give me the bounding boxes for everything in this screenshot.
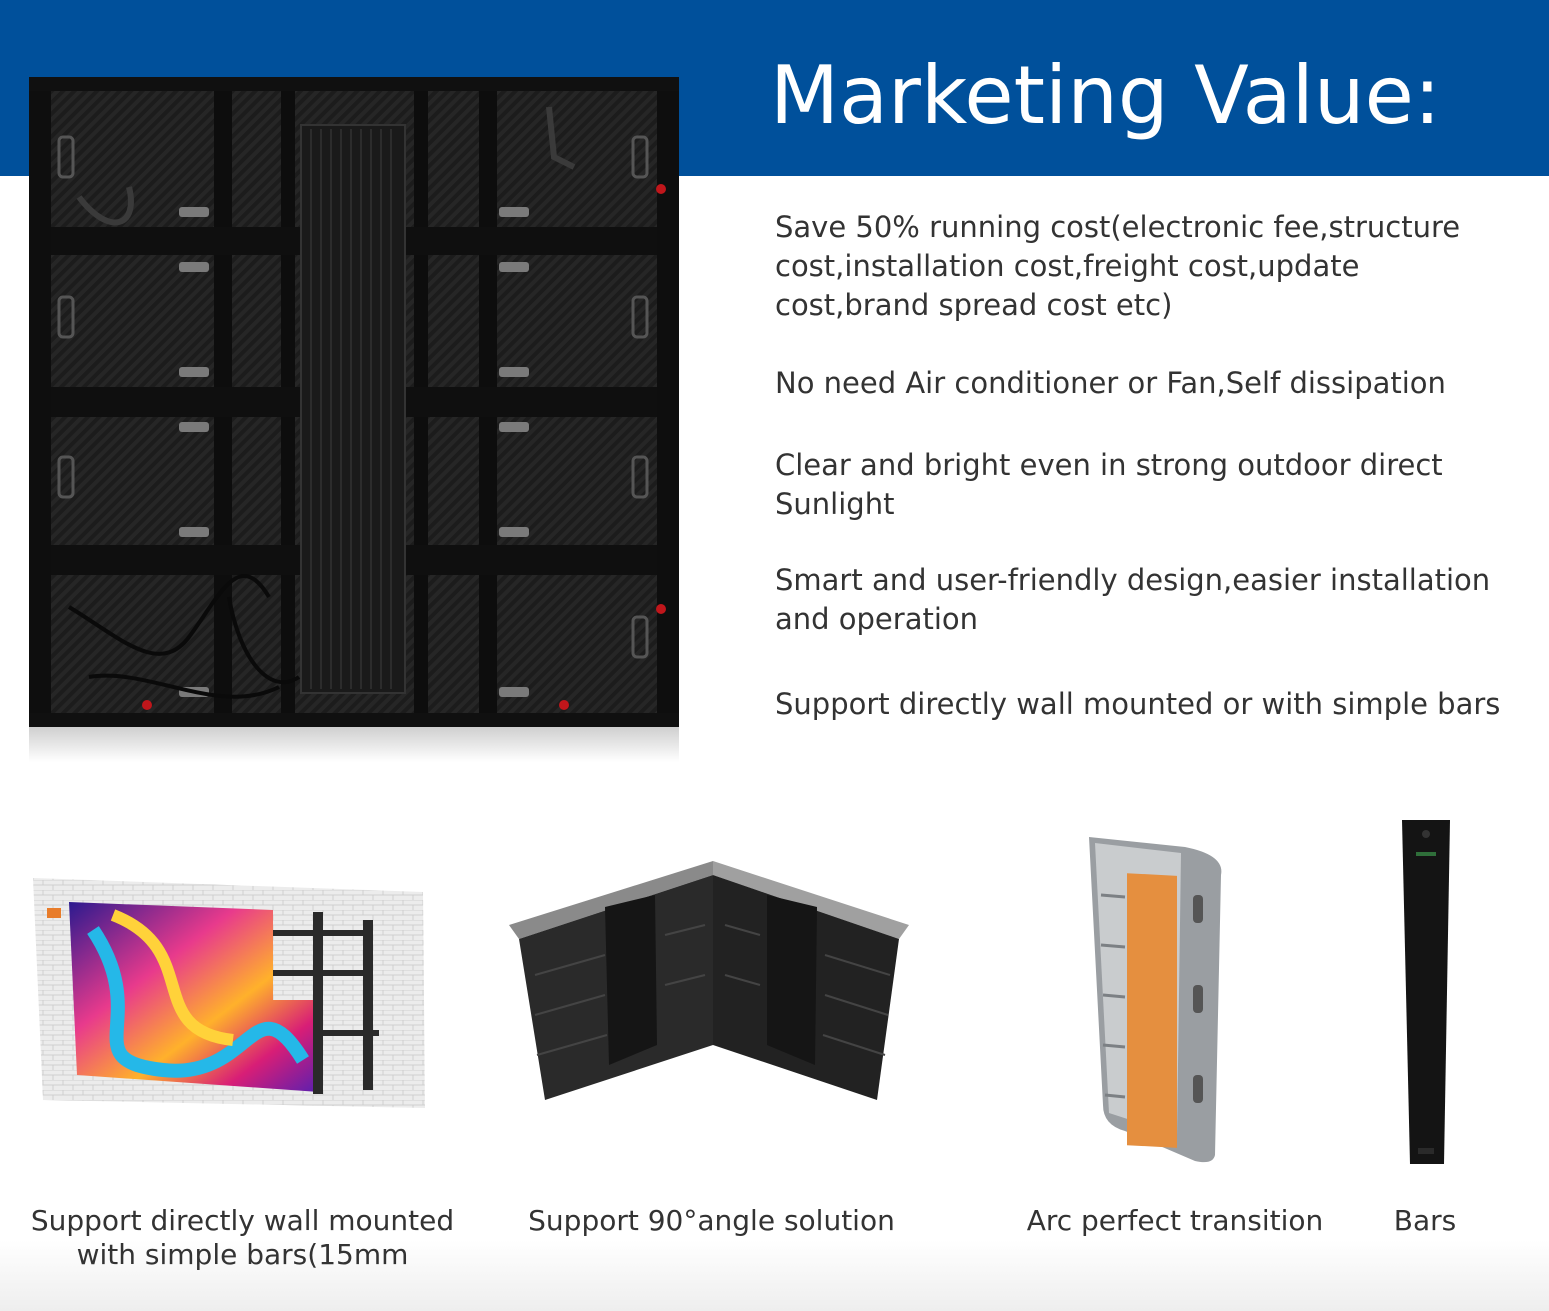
list-item: Support directly wall mounted or with si… <box>775 687 1501 721</box>
caption-line: with simple bars(15mm <box>76 1238 409 1271</box>
list-item: Save 50% running cost(electronic fee,str… <box>775 210 1461 322</box>
wall-mounted-screen-icon <box>33 870 428 1115</box>
caption-line: Support directly wall mounted <box>30 1204 455 1237</box>
list-item: Smart and user-friendly design,easier in… <box>775 563 1491 636</box>
led-cabinet-back-icon <box>29 77 679 762</box>
caption-wall-mounted: Support directly wall mounted with simpl… <box>10 1204 475 1272</box>
list-item: Clear and bright even in strong outdoor … <box>775 448 1443 521</box>
caption-bars: Bars <box>1393 1204 1457 1237</box>
mounting-bar-icon <box>1400 818 1452 1166</box>
arc-cabinet-icon <box>1085 835 1225 1165</box>
caption-arc: Arc perfect transition <box>1026 1204 1324 1237</box>
page-title: Marketing Value: <box>770 49 1441 142</box>
corner-angle-cabinet-icon <box>505 855 913 1100</box>
list-item: No need Air conditioner or Fan,Self diss… <box>775 366 1446 400</box>
caption-corner: Support 90°angle solution <box>528 1204 895 1237</box>
